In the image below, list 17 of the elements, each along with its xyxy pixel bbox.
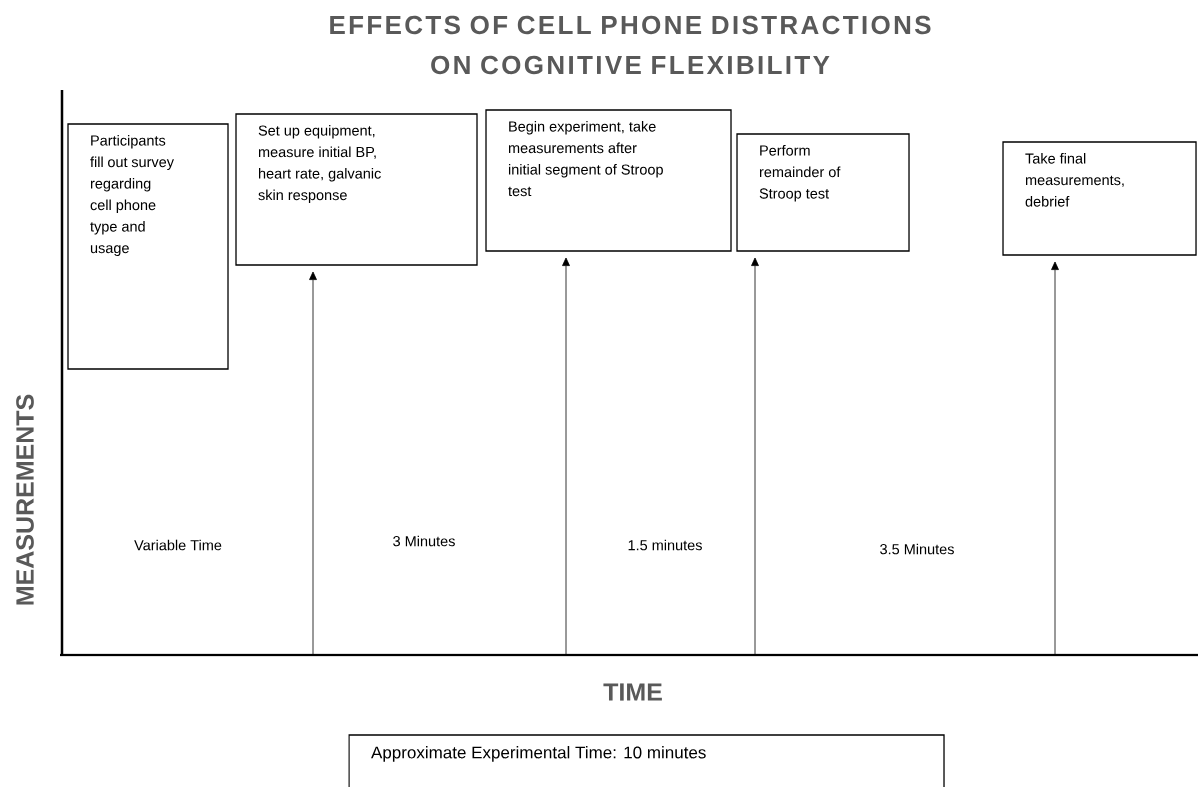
note-box: Approximate Experimental Time: 10 minutes [348,734,945,787]
step-box: Perform remainder of Stroop test [736,133,910,252]
arrow [751,257,759,656]
duration-label: 3 Minutes [393,535,455,547]
axis-label: TIME [603,683,662,701]
step-box: Begin experiment, take measurements after initial segment of Stroop test [485,109,732,252]
duration-label: 3.5 Minutes [880,543,954,555]
title: EFFECTS OF CELL PHONE DISTRACTIONS ON COGNITIVE FLEXIBILITY [330,15,931,75]
step-box: Set up equipment, measure initial BP, heart rate, galvanic skin response [235,113,478,266]
step-box: Participants fill out survey regarding cell phone type and usage [67,123,229,370]
arrow [562,257,570,656]
arrow [309,271,317,656]
duration-label: 1.5 minutes [628,539,702,551]
duration-label: Variable Time [134,539,222,551]
step-box: Take final measurements, debrief [1002,141,1197,256]
axis-label: MEASUREMENTS [16,394,34,605]
arrow [1051,261,1059,656]
